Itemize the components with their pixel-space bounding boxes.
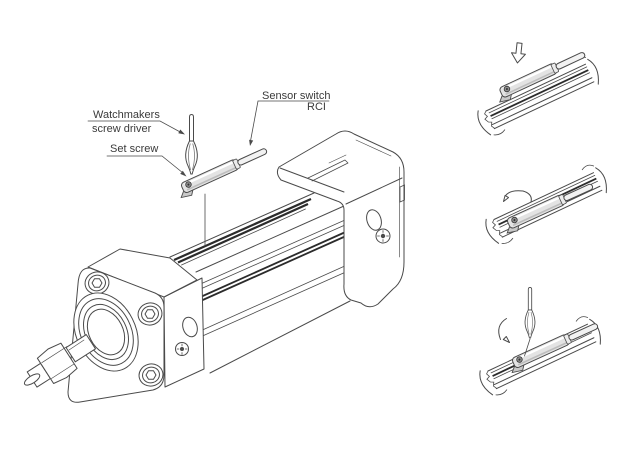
barrel-top-edge (169, 192, 315, 258)
leader-line (106, 155, 184, 174)
callout-set-screw: Set screw (106, 143, 187, 177)
bolt-hole (138, 363, 164, 387)
air-port (182, 316, 198, 338)
callout-text: Watchmakers (93, 109, 160, 121)
sensor-switch (505, 319, 603, 376)
air-port (366, 209, 382, 231)
screwdriver (524, 286, 536, 339)
callout-text: Sensor switch (262, 90, 330, 102)
callout-text: RCI (307, 101, 326, 113)
driver-guide-line (524, 338, 531, 357)
arrowhead-icon (249, 139, 254, 146)
step-1-panel (471, 42, 605, 141)
callout-text: screw driver (92, 123, 152, 135)
cap-slot-strip (307, 159, 349, 182)
step-3-panel (473, 286, 607, 401)
rotate-arrow-icon (503, 190, 532, 203)
arrow-down-icon (510, 42, 526, 64)
barrel-ridge (195, 205, 345, 273)
leader-line (87, 120, 183, 134)
cushion-screw (175, 342, 189, 356)
leader-line (250, 100, 330, 142)
rotate-arrow-icon (498, 318, 510, 343)
sensor-groove (173, 197, 312, 266)
rod-nut (36, 342, 78, 384)
barrel-bottom-edge (209, 300, 351, 374)
callout-sensor-switch: Sensor switch RCI (249, 90, 330, 146)
callout-watchmakers: Watchmakers screw driver (87, 109, 185, 135)
sensor-rail (471, 51, 605, 141)
cushion-screw (375, 228, 391, 244)
callout-text: Set screw (110, 143, 158, 155)
front-cap (23, 248, 205, 403)
sensor-switch (500, 179, 598, 237)
rear-cap (276, 130, 405, 308)
bolt-hole (137, 302, 163, 326)
arrowhead-icon (178, 129, 185, 135)
cylinder-barrel (162, 192, 351, 374)
step-2-panel (479, 160, 613, 250)
arrowhead-icon (180, 170, 187, 177)
side-groove (195, 231, 347, 304)
screwdriver (185, 114, 198, 175)
mount-slot (399, 184, 405, 203)
main-view: Watchmakers screw driver Set screw Senso… (23, 90, 405, 403)
piston-rod (23, 334, 96, 388)
